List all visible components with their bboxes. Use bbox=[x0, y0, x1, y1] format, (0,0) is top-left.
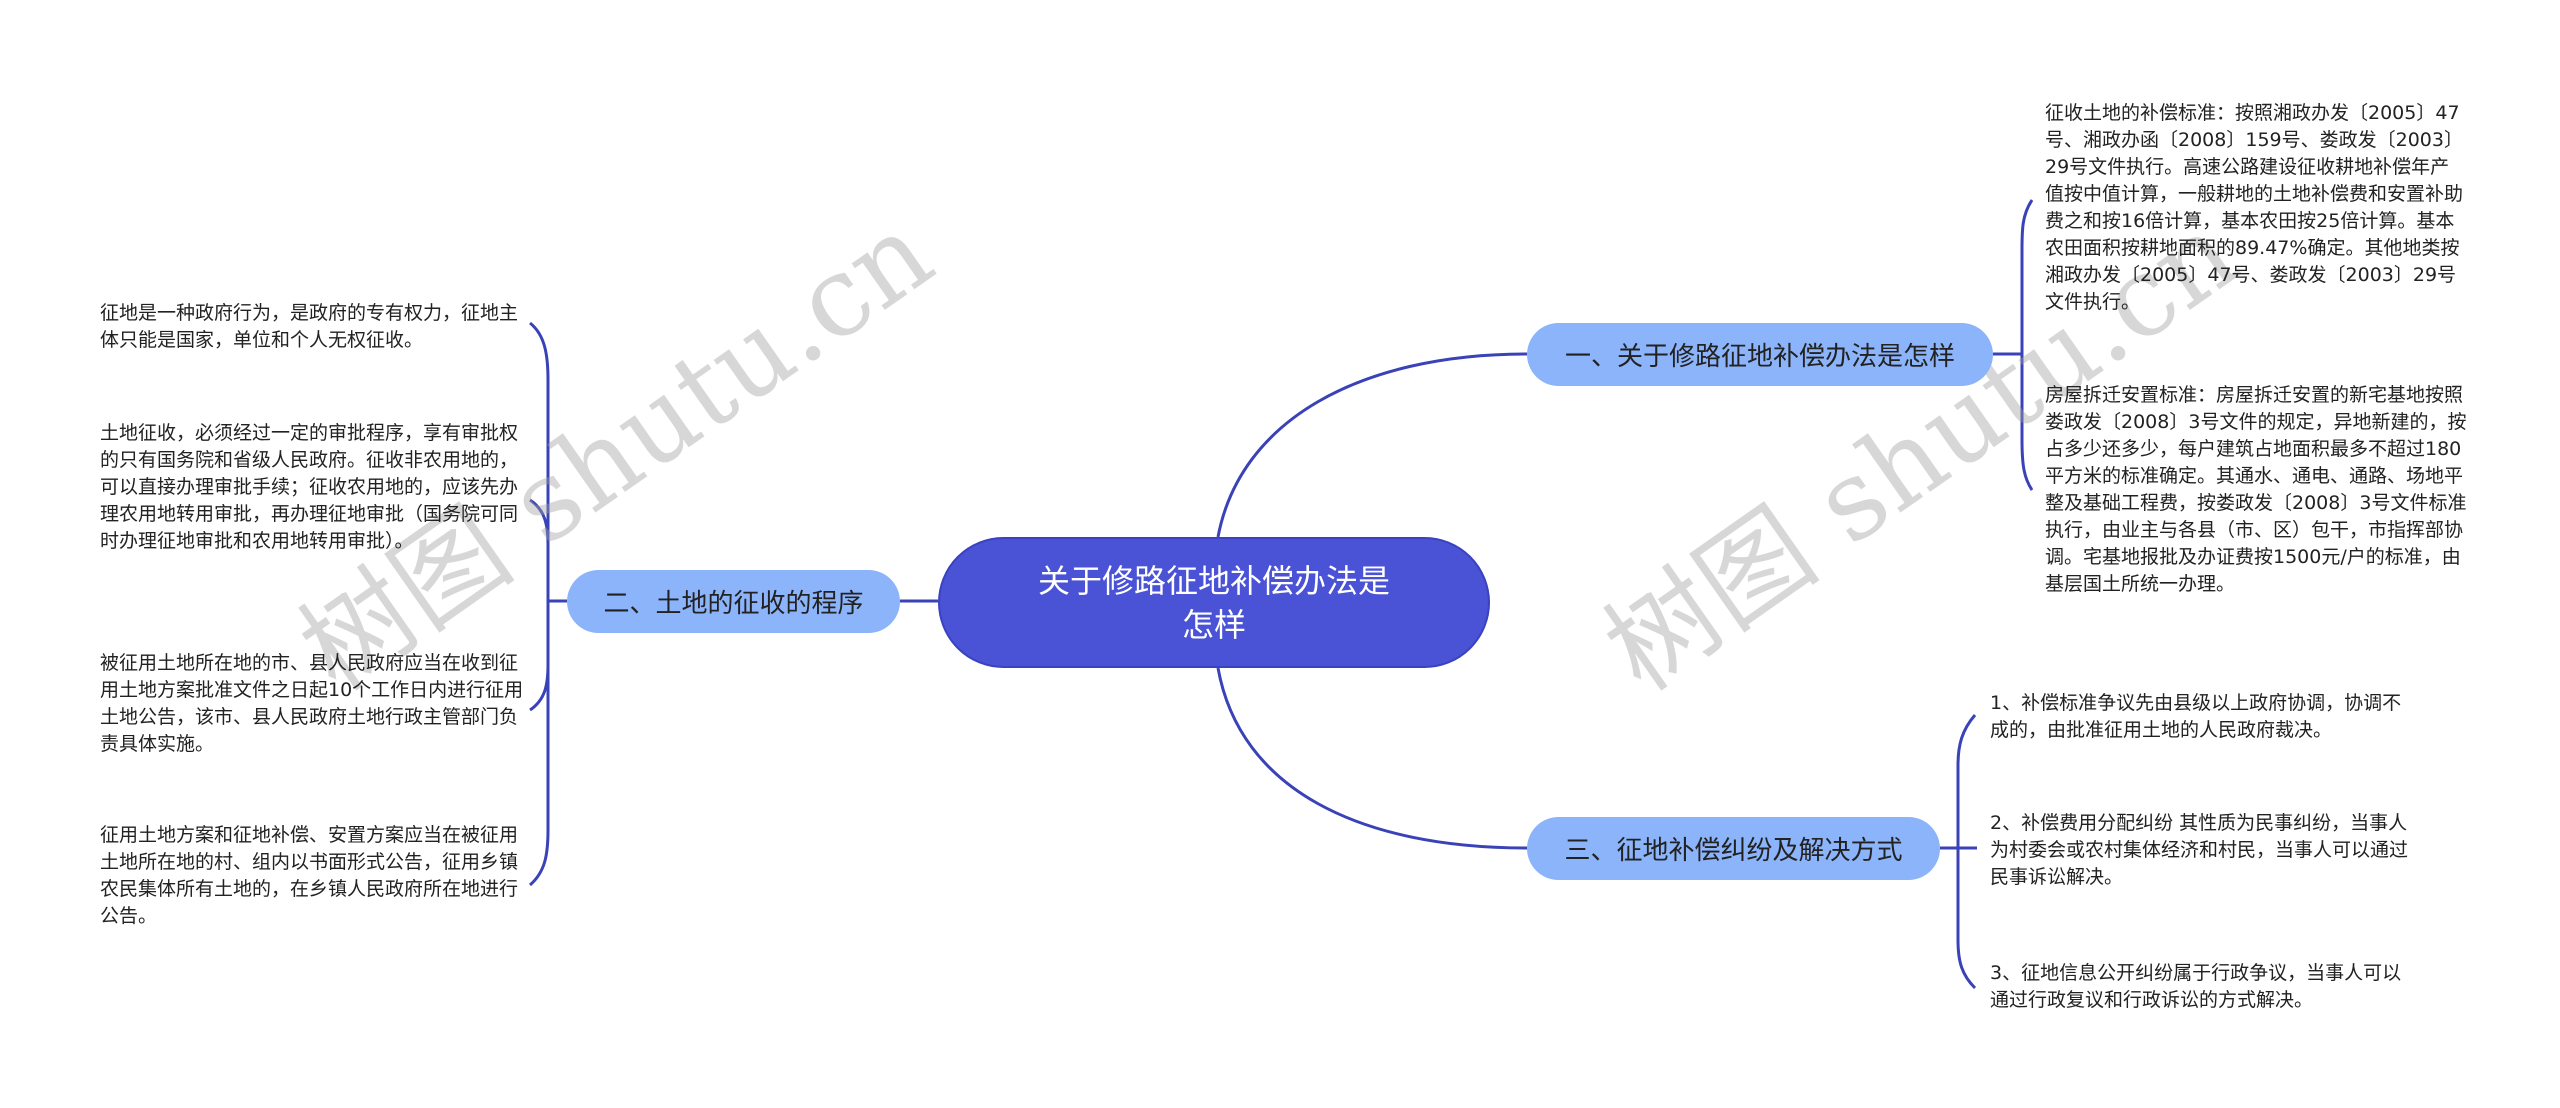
branch-node-2[interactable]: 二、土地的征收的程序 bbox=[567, 570, 900, 633]
branch-label: 二、土地的征收的程序 bbox=[603, 589, 864, 619]
leaf-node[interactable]: 土地征收，必须经过一定的审批程序，享有审批权的只有国务院和省级人民政府。征收非农… bbox=[100, 422, 519, 552]
leaf-node[interactable]: 征用土地方案和征地补偿、安置方案应当在被征用土地所在地的村、组内以书面形式公告，… bbox=[100, 824, 519, 927]
root-label: 关于修路征地补偿办法是怎样 bbox=[1037, 561, 1390, 644]
root-node[interactable]: 关于修路征地补偿办法是怎样 bbox=[938, 537, 1490, 668]
leaf-node[interactable]: 1、补偿标准争议先由县级以上政府协调，协调不成的，由批准征用土地的人民政府裁决。 bbox=[1990, 692, 2402, 741]
branch-node-1[interactable]: 一、关于修路征地补偿办法是怎样 bbox=[1527, 323, 1993, 386]
branch-label: 一、关于修路征地补偿办法是怎样 bbox=[1564, 342, 1955, 372]
leaf-node[interactable]: 3、征地信息公开纠纷属于行政争议，当事人可以通过行政复议和行政诉讼的方式解决。 bbox=[1990, 962, 2402, 1011]
leaf-node[interactable]: 2、补偿费用分配纠纷 其性质为民事纠纷，当事人为村委会或农村集体经济和村民，当事… bbox=[1990, 812, 2409, 888]
connector-root-b3 bbox=[1216, 667, 1528, 850]
leaf-node[interactable]: 被征用土地所在地的市、县人民政府应当在收到征用土地方案批准文件之日起10个工作日… bbox=[100, 652, 524, 755]
connector-root-b1 bbox=[1216, 352, 1528, 538]
branch-node-3[interactable]: 三、征地补偿纠纷及解决方式 bbox=[1527, 817, 1940, 880]
leaf-node[interactable]: 征地是一种政府行为，是政府的专有权力，征地主体只能是国家，单位和个人无权征收。 bbox=[100, 302, 519, 351]
branch-label: 三、征地补偿纠纷及解决方式 bbox=[1564, 836, 1903, 866]
leaf-node[interactable]: 房屋拆迁安置标准：房屋拆迁安置的新宅基地按照娄政发〔2008〕3号文件的规定，异… bbox=[2045, 384, 2467, 595]
leaf-node[interactable]: 征收土地的补偿标准：按照湘政办发〔2005〕47号、湘政办函〔2008〕159号… bbox=[2045, 102, 2464, 313]
